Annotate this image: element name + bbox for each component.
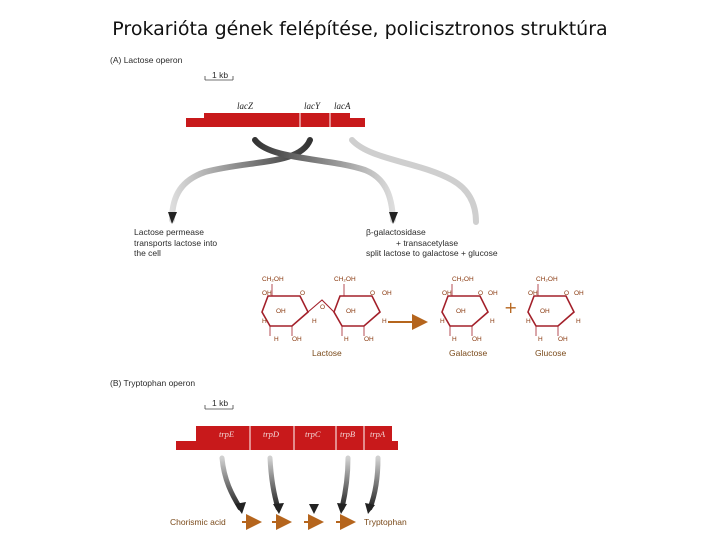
- plus-sign: +: [504, 298, 518, 317]
- chem-label: H: [262, 318, 267, 325]
- chem-label: OH: [574, 290, 584, 297]
- chem-label: OH: [262, 290, 272, 297]
- galactosidase-line-1: β-galactosidase: [366, 227, 426, 237]
- arrow-to-permease: [169, 137, 313, 223]
- trp-scale-bar: [204, 405, 234, 410]
- arrow-to-galactosidase: [252, 137, 396, 223]
- molecule-label-galactose: Galactose: [449, 348, 488, 358]
- gene-label-lacz: lacZ: [237, 101, 254, 111]
- chem-label: H: [382, 318, 387, 325]
- galactosidase-text: β-galactosidase + transacetylase split l…: [366, 227, 498, 259]
- chem-label: CH₂OH: [452, 276, 474, 283]
- permease-line-3: the cell: [134, 248, 161, 258]
- trp-scale-label: 1 kb: [212, 398, 229, 408]
- chem-label: O: [564, 290, 570, 297]
- lac-scale-bar: [204, 76, 234, 81]
- chem-label: OH: [346, 308, 356, 315]
- molecule-label-lactose: Lactose: [312, 348, 342, 358]
- chem-label: H: [312, 318, 317, 325]
- chem-label: H: [576, 318, 581, 325]
- permease-text: Lactose permease transports lactose into…: [134, 227, 217, 259]
- chem-label: OH: [382, 290, 392, 297]
- galactosidase-line-3: split lactose to galactose + glucose: [366, 248, 498, 258]
- chem-label: OH: [528, 290, 538, 297]
- gene-label-lacy: lacY: [304, 101, 321, 111]
- lac-scale-label: 1 kb: [212, 70, 229, 80]
- chem-label: O: [370, 290, 376, 297]
- permease-line-1: Lactose permease: [134, 227, 204, 237]
- trp-end-label: Tryptophan: [364, 517, 407, 527]
- chem-label: OH: [292, 336, 302, 343]
- chem-label: O: [478, 290, 484, 297]
- chem-label: H: [538, 336, 543, 343]
- arrow-to-galactosidase-2: [349, 137, 479, 225]
- slide-title: Prokarióta gének felépítése, policisztro…: [112, 18, 608, 40]
- gene-label-trpb: trpB: [340, 429, 356, 439]
- trp-start-label: Chorismic acid: [170, 517, 226, 527]
- chem-label: OH: [472, 336, 482, 343]
- chem-label: CH₂OH: [334, 276, 356, 283]
- molecule-bonds: [269, 284, 559, 336]
- permease-line-2: transports lactose into: [134, 237, 218, 248]
- chem-label: OH: [364, 336, 374, 343]
- chem-label: CH₂OH: [262, 276, 284, 283]
- chem-label: OH: [456, 308, 466, 315]
- chem-label: OH: [540, 308, 550, 315]
- gene-label-trpd: trpD: [263, 429, 280, 439]
- chem-label: CH₂OH: [536, 276, 558, 283]
- panel-b-label: (B) Tryptophan operon: [110, 378, 196, 388]
- panel-a-label: (A) Lactose operon: [110, 55, 183, 65]
- trp-operon-bar: [176, 426, 398, 450]
- chem-label: H: [344, 336, 349, 343]
- galactosidase-line-2: + transacetylase: [396, 237, 459, 248]
- gene-label-laca: lacA: [334, 101, 351, 111]
- chem-label: OH: [558, 336, 568, 343]
- chem-label: OH: [442, 290, 452, 297]
- molecule-label-glucose: Glucose: [535, 348, 567, 358]
- lac-operon-bar: [186, 113, 365, 127]
- chem-label: O: [300, 290, 306, 297]
- gene-label-trpe: trpE: [219, 429, 235, 439]
- chem-label: H: [452, 336, 457, 343]
- chem-label: OH: [488, 290, 498, 297]
- chem-label: O: [320, 304, 326, 311]
- chem-label: H: [274, 336, 279, 343]
- trp-gene-arrows: [219, 455, 381, 511]
- chem-label: H: [490, 318, 495, 325]
- gene-label-trpa: trpA: [370, 429, 386, 439]
- chem-label: H: [526, 318, 531, 325]
- chem-label: H: [440, 318, 445, 325]
- glucose-molecule: [527, 295, 575, 327]
- gene-label-trpc: trpC: [305, 429, 321, 439]
- chem-label: OH: [276, 308, 286, 315]
